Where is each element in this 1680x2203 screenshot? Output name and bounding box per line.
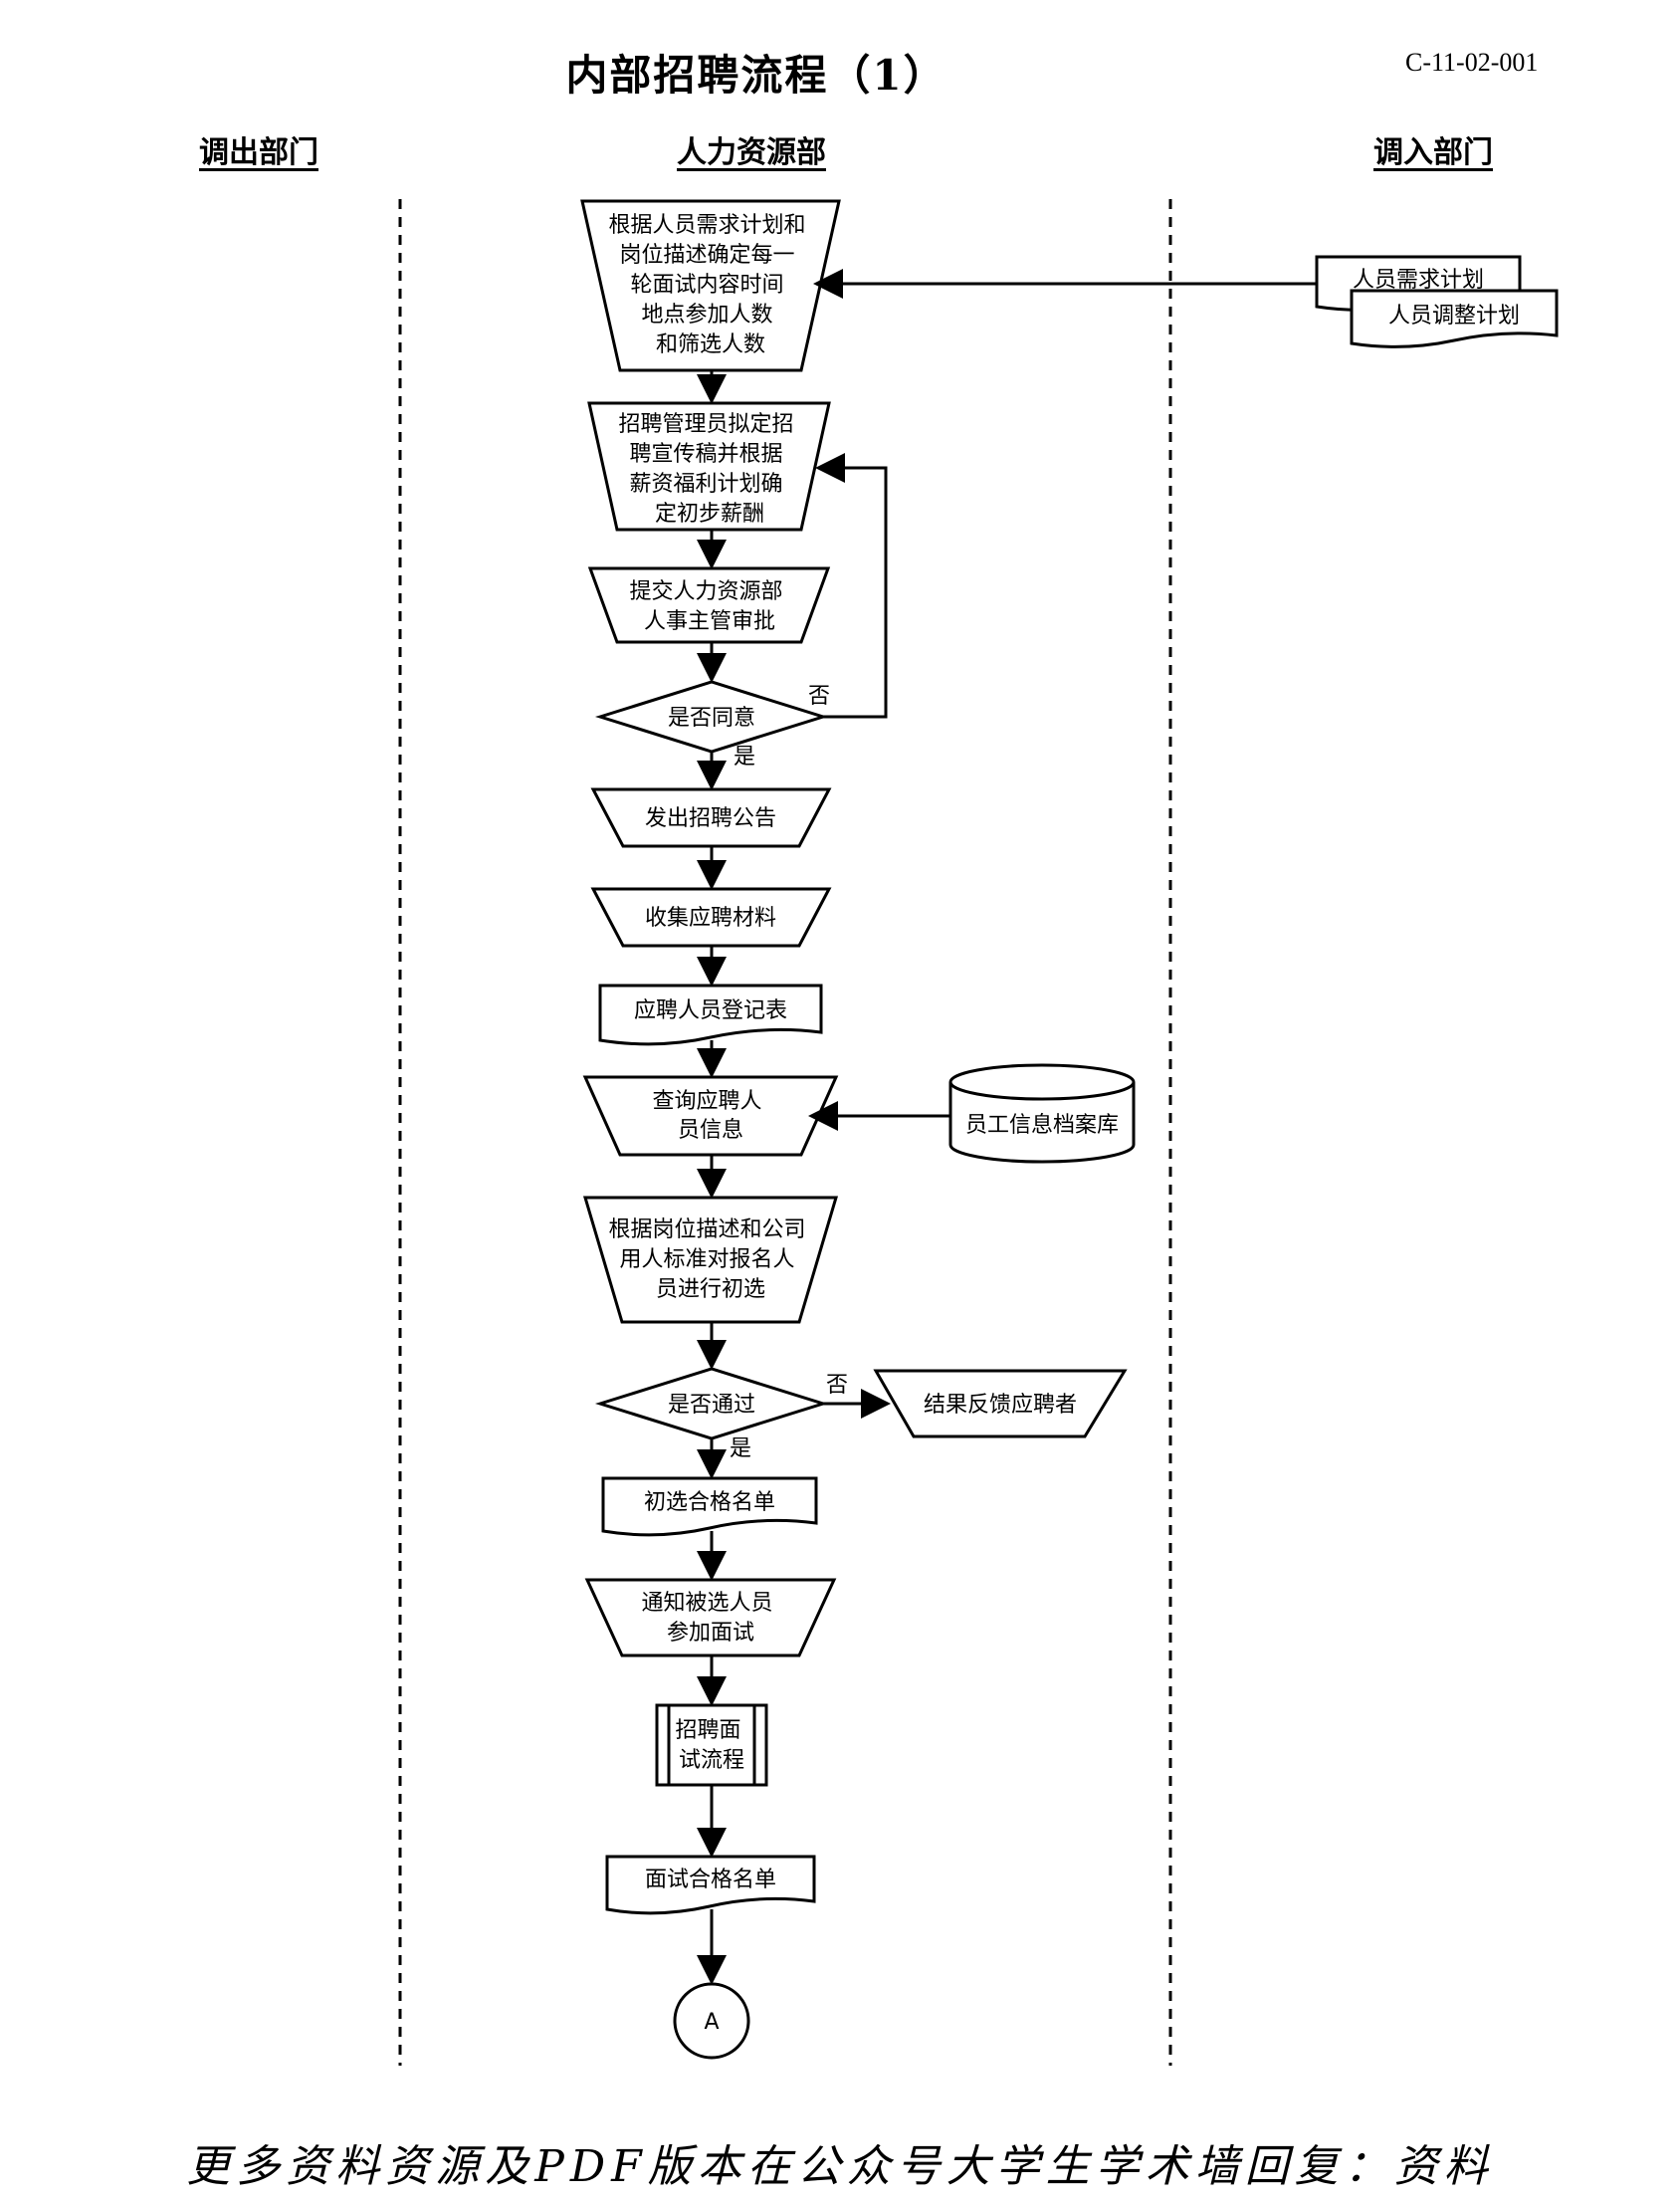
db-employee-archive-text: 员工信息档案库 (965, 1113, 1119, 1138)
doc-interview-list-text: 面试合格名单 (645, 1868, 776, 1892)
step-interview-process-text: 招聘面 试流程 (675, 1718, 747, 1773)
document-code: C-11-02-001 (1405, 48, 1539, 77)
step-preliminary-screening-text: 根据岗位描述和公司 用人标准对报名人 员进行初选 (608, 1217, 812, 1302)
step-notify-interview-text: 通知被选人员 参加面试 (641, 1591, 779, 1646)
label-yes-2: 是 (730, 1436, 751, 1461)
step-submit-approval (587, 566, 831, 644)
step-feedback-applicants-text: 结果反馈应聘者 (924, 1393, 1077, 1418)
step-submit-approval-text: 提交人力资源部 人事主管审批 (629, 579, 789, 634)
step-plan-interviews (580, 199, 841, 372)
step-plan-interviews-text: 根据人员需求计划和 岗位描述确定每一 轮面试内容时间 地点参加人数 和筛选人数 (608, 213, 812, 357)
step-collect-materials-text: 收集应聘材料 (645, 906, 776, 931)
page-title: 内部招聘流程（1） (565, 51, 947, 100)
doc-staff-adjust-plan (1350, 289, 1559, 348)
label-no-2: 否 (826, 1373, 848, 1398)
step-preliminary-screening (582, 1196, 839, 1324)
step-notify-interview (584, 1578, 837, 1657)
step-query-applicant-text: 查询应聘人 员信息 (652, 1089, 768, 1143)
doc-interview-list (605, 1855, 816, 1915)
step-publish-notice-text: 发出招聘公告 (645, 806, 776, 831)
step-feedback-applicants (873, 1369, 1128, 1438)
flow-d1-no-loop (815, 453, 888, 719)
step-query-applicant (582, 1075, 839, 1157)
label-no-1: 否 (808, 684, 830, 709)
decision-passed-text: 是否通过 (668, 1393, 755, 1418)
doc-applicant-register-text: 应聘人员登记表 (634, 998, 787, 1023)
step-collect-materials (590, 887, 832, 948)
db-employee-archive (948, 1063, 1136, 1164)
connector-a-text: A (704, 2010, 719, 2035)
doc-applicant-register (598, 984, 823, 1046)
lane-left-label: 调出部门 (199, 135, 318, 170)
step-draft-announcement-text: 招聘管理员拟定招 聘宣传稿并根据 薪资福利计划确 定初步薪酬 (618, 412, 800, 527)
lane-center-label: 人力资源部 (677, 135, 826, 170)
decision-approved-text: 是否同意 (668, 706, 755, 731)
doc-preliminary-list-text: 初选合格名单 (644, 1490, 775, 1515)
doc-preliminary-list (601, 1476, 818, 1537)
step-draft-announcement (587, 401, 831, 532)
step-interview-process (655, 1703, 768, 1787)
lane-right-label: 调入部门 (1373, 135, 1493, 170)
doc-staff-demand-plan-text: 人员需求计划 (1353, 268, 1484, 293)
label-yes-1: 是 (734, 745, 755, 770)
footer-note: 更多资料资源及PDF版本在公众号大学生学术墙回复：资料 (186, 2141, 1494, 2192)
doc-staff-adjust-plan-text: 人员调整计划 (1388, 304, 1520, 329)
step-publish-notice (590, 787, 832, 848)
